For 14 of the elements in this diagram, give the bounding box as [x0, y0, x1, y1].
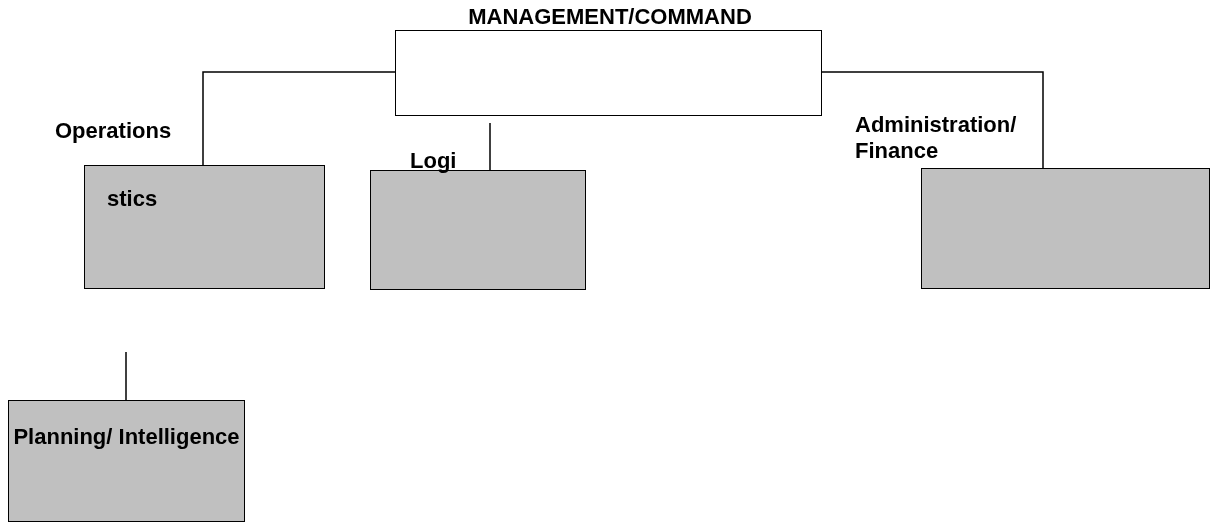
box-heading: Operations [55, 118, 172, 144]
org-box [921, 168, 1210, 289]
connector-line [489, 122, 491, 171]
box-label: MANAGEMENT/COMMAND [467, 4, 753, 30]
box-label: stics [107, 186, 158, 212]
box-label: Administration/ Finance [855, 112, 1018, 164]
org-box [395, 30, 822, 116]
org-box [84, 165, 325, 289]
connector-line [125, 351, 127, 401]
connector-line [821, 71, 1044, 169]
org-box [8, 400, 245, 522]
box-label: Planning/ Intelligence [12, 424, 241, 450]
connector-line [202, 71, 396, 166]
box-label: Logi [410, 148, 457, 174]
